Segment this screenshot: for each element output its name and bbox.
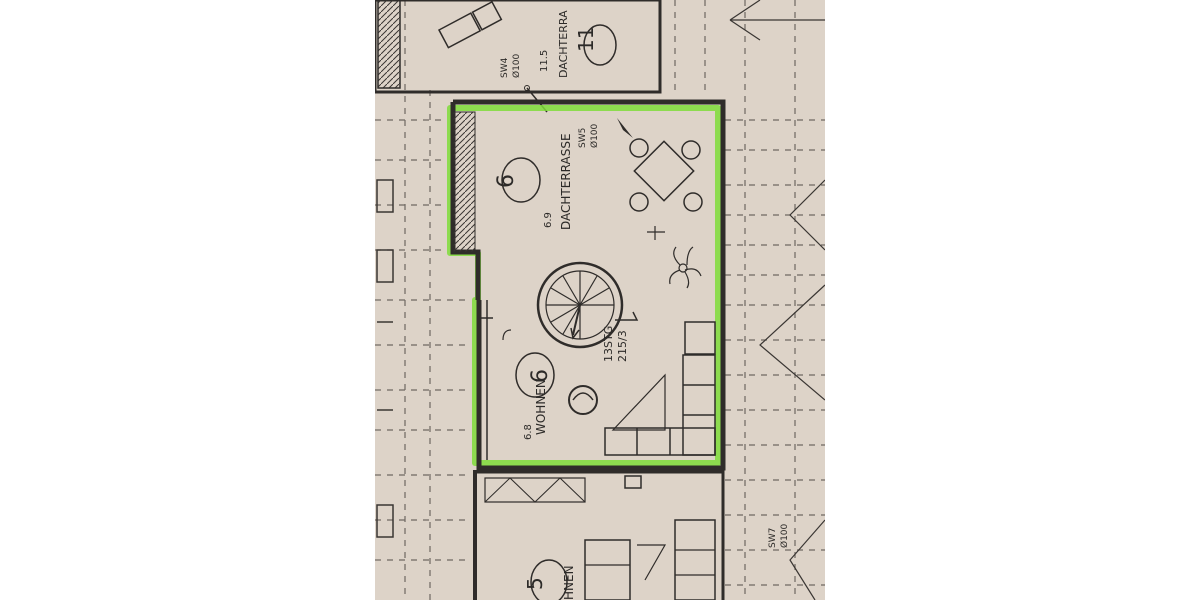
drain-sw4-dia: Ø100 <box>511 53 522 78</box>
room-number-circle <box>530 559 568 600</box>
stairs-ratio: 215/3 <box>616 330 629 362</box>
living-room: 6 WOHNEN 6.8 <box>502 329 666 440</box>
drain-sw7-dia: Ø100 <box>779 523 790 548</box>
room-name-terrace: DACHTERRASSE <box>559 133 573 230</box>
stairs-steps: 13STG <box>602 326 615 362</box>
terrace-room: 6 DACHTERRASSE 6.9 <box>494 133 573 230</box>
parapet-hatch <box>452 111 476 253</box>
room-name-living: WOHNEN <box>534 379 548 435</box>
drain-sw5-id: SW5 <box>578 128 588 148</box>
lower-room: 5 HNEN <box>473 470 725 600</box>
room-area-terrace: 6.9 <box>543 212 554 228</box>
background-roof-lines <box>375 0 825 600</box>
table-icon <box>437 0 503 49</box>
corner-sofa-icon <box>604 321 716 456</box>
plant-icon <box>647 226 702 289</box>
room-number-top: 11 <box>574 27 598 52</box>
drain-sw7-id: SW7 <box>768 528 778 548</box>
left-window-marks <box>376 179 394 538</box>
highlighted-room-outline <box>447 105 721 466</box>
room-number-living: 6 <box>528 369 553 383</box>
drain-sw5-dia: Ø100 <box>589 123 600 148</box>
room-number-circle <box>515 352 555 398</box>
room-number-lower: 5 <box>523 577 547 590</box>
room-area-top: 11.5 <box>539 50 550 72</box>
room-name-top: DACHTERRA <box>557 10 570 78</box>
drain-labels: SW4 Ø100 SW5 Ø100 SW7 Ø100 <box>500 53 790 548</box>
spiral-staircase-icon <box>536 261 639 349</box>
top-room: 11 DACHTERRA 11.5 <box>375 0 662 94</box>
floor-plan-photo: 11 DACHTERRA 11.5 SW4 Ø100 SW5 Ø100 SW7 … <box>375 0 825 600</box>
floor-plan-drawing: 11 DACHTERRA 11.5 SW4 Ø100 SW5 Ø100 SW7 … <box>375 0 825 600</box>
room-number-circle <box>583 24 617 66</box>
room-number-circle <box>501 157 541 203</box>
drain-sw4-id: SW4 <box>500 57 510 78</box>
room-area-living: 6.8 <box>523 424 534 440</box>
room-name-lower: HNEN <box>562 565 576 600</box>
dining-table-icon <box>629 138 703 212</box>
armchair-icon <box>568 385 598 415</box>
room-number-terrace: 6 <box>494 174 519 188</box>
right-roof-hips <box>729 0 825 600</box>
